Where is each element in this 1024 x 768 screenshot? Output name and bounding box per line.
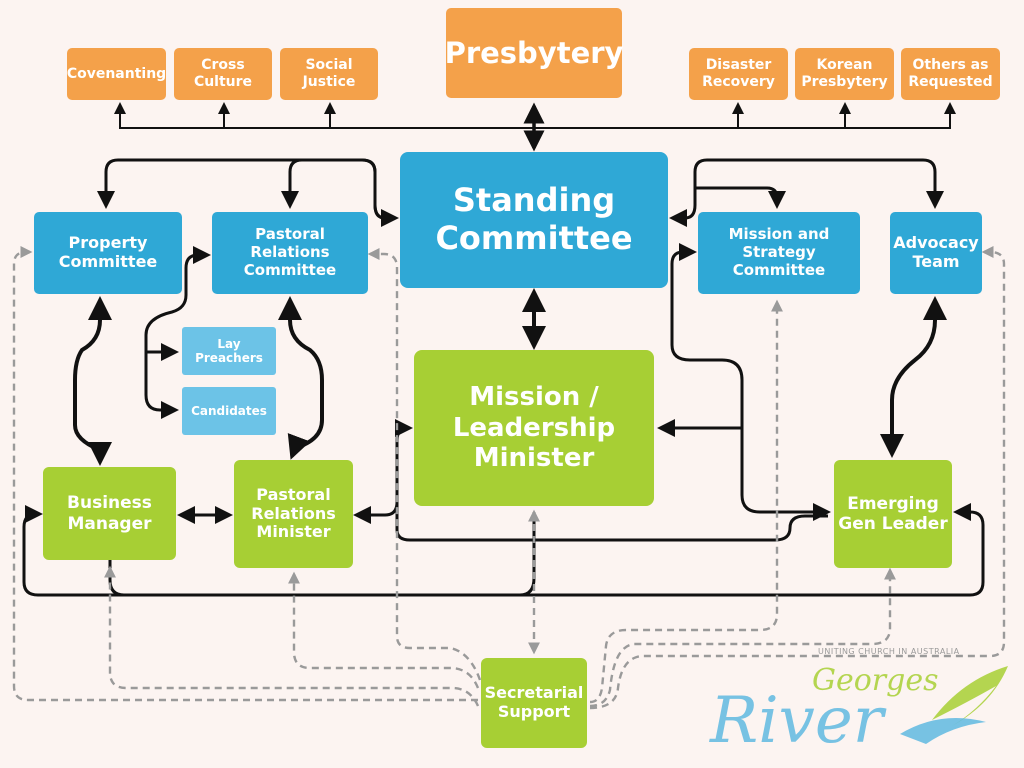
covenanting-label: Covenanting (66, 65, 167, 82)
candidates-label: Candidates (191, 403, 267, 418)
others-requested-label: Others as Requested (908, 57, 993, 90)
standing-committee-label: Standing Committee (435, 181, 633, 257)
logo-tagline: UNITING CHURCH IN AUSTRALIA (818, 647, 960, 656)
dash-secretarial-mission-strategy (589, 299, 783, 704)
others-requested-box[interactable]: Others as Requested (901, 48, 1000, 100)
candidates-box[interactable]: Candidates (182, 387, 276, 435)
link-property-business (73, 296, 112, 466)
property-committee-label: Property Committee (58, 233, 158, 271)
korean-presbytery-label: Korean Presbytery (801, 57, 888, 90)
secretarial-support-box[interactable]: Secretarial Support (481, 658, 587, 748)
secretarial-support-label: Secretarial Support (484, 683, 584, 721)
link-standing-mission-strategy-b (695, 186, 786, 209)
korean-presbytery-box[interactable]: Korean Presbytery (795, 48, 894, 100)
georges-river-logo: UNITING CHURCH IN AUSTRALIA Georges Rive… (709, 647, 1008, 758)
property-committee-box[interactable]: Property Committee (34, 212, 182, 294)
emerging-gen-leader-box[interactable]: Emerging Gen Leader (834, 460, 952, 568)
disaster-recovery-label: Disaster Recovery (702, 57, 775, 90)
lay-preachers-box[interactable]: Lay Preachers (182, 327, 276, 375)
link-business-loop (108, 560, 125, 597)
pastoral-relations-committee-box[interactable]: Pastoral Relations Committee (212, 212, 368, 294)
wave-icon (900, 718, 986, 744)
dash-secretarial-pastoral-minister (288, 571, 480, 689)
dashed-connectors (12, 246, 1006, 710)
social-justice-box[interactable]: Social Justice (280, 48, 378, 100)
link-mission-loop (519, 512, 536, 597)
mission-leadership-minister-label: Mission / Leadership Minister (452, 381, 616, 474)
leaf-icon (932, 666, 1008, 726)
link-pastoral-committee-minister (278, 296, 324, 460)
cross-culture-label: Cross Culture (193, 57, 253, 90)
mission-leadership-minister-box[interactable]: Mission / Leadership Minister (414, 350, 654, 506)
link-mission-emerging-bus (395, 502, 828, 542)
business-manager-box[interactable]: Business Manager (43, 467, 176, 560)
link-emerging-loop (22, 503, 985, 597)
mission-strategy-committee-label: Mission and Strategy Committee (728, 225, 830, 279)
covenanting-box[interactable]: Covenanting (67, 48, 166, 100)
pastoral-relations-committee-label: Pastoral Relations Committee (243, 225, 337, 279)
logo-georges: Georges (812, 663, 938, 698)
link-pastoral-committee-lay (144, 246, 211, 419)
dash-secretarial-advocacy (589, 246, 1006, 710)
cross-culture-box[interactable]: Cross Culture (174, 48, 272, 100)
standing-committee-box[interactable]: Standing Committee (400, 152, 668, 288)
presbytery-label: Presbytery (444, 35, 624, 70)
pastoral-relations-minister-label: Pastoral Relations Minister (251, 484, 336, 542)
emerging-gen-leader-label: Emerging Gen Leader (838, 493, 948, 534)
mission-strategy-committee-box[interactable]: Mission and Strategy Committee (698, 212, 860, 294)
lay-preachers-label: Lay Preachers (195, 336, 263, 365)
link-standing-mission-strategy (669, 158, 944, 227)
presbytery-box[interactable]: Presbytery (444, 8, 624, 98)
link-pastoral-minister-mission (353, 419, 413, 524)
dash-secretarial-emerging (589, 567, 896, 708)
pastoral-relations-minister-box[interactable]: Pastoral Relations Minister (234, 460, 353, 568)
social-justice-label: Social Justice (302, 57, 356, 90)
link-standing-pastoral-committee (281, 158, 396, 220)
disaster-recovery-box[interactable]: Disaster Recovery (689, 48, 788, 100)
advocacy-team-box[interactable]: Advocacy Team (890, 212, 982, 294)
business-manager-label: Business Manager (67, 493, 152, 534)
link-advocacy-emerging (880, 296, 947, 458)
advocacy-team-label: Advocacy Team (893, 233, 979, 271)
dash-secretarial-pastoral-committee (367, 248, 482, 681)
logo-river: River (709, 684, 887, 758)
link-standing-property (97, 158, 399, 227)
